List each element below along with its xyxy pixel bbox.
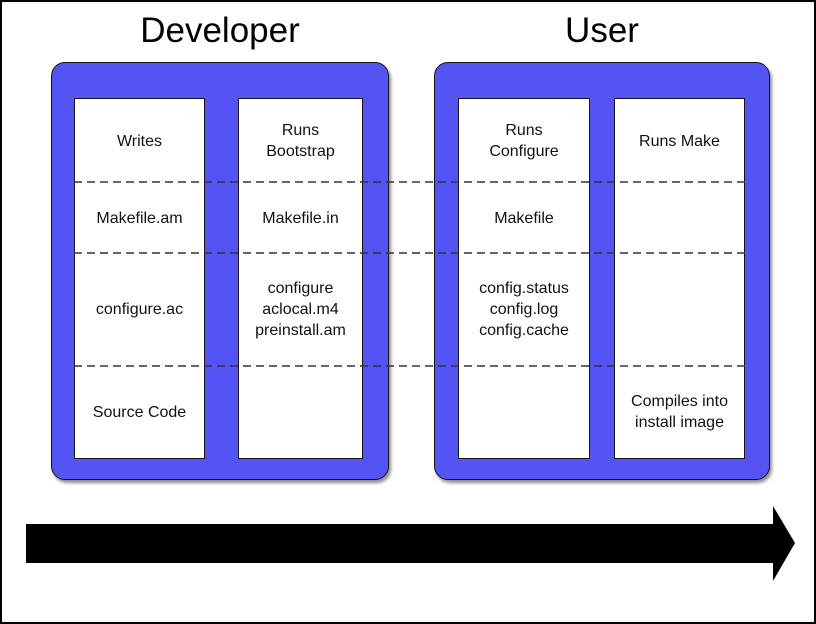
cell-empty (615, 253, 744, 366)
cell-empty (239, 366, 362, 458)
cell-makefile: Makefile (494, 209, 554, 227)
cell-source-code: Source Code (92, 403, 187, 421)
cell-runs-configure: Runs Configure (489, 122, 559, 160)
developer-writes-column: Writes Makefile.am configure.ac Source C… (74, 98, 205, 459)
user-make-column: Runs Make Compiles into install image (614, 98, 745, 459)
cell-configure-ac: configure.ac (95, 301, 184, 318)
cell-empty (615, 183, 744, 253)
flow-direction-right-arrow-icon (26, 506, 795, 581)
user-group-title: User (565, 11, 639, 50)
cell-runs-bootstrap: Runs Bootstrap (266, 122, 335, 160)
cell-configure-files: configure aclocal.m4 preinstall.am (255, 280, 346, 339)
cell-writes: Writes (116, 132, 163, 150)
cell-empty (459, 366, 589, 458)
cell-makefile-in: Makefile.in (262, 209, 339, 227)
developer-bootstrap-column: Runs Bootstrap Makefile.in configure acl… (238, 98, 363, 459)
developer-group-title: Developer (140, 11, 300, 50)
cell-config-files: config.status config.log config.cache (479, 280, 569, 339)
cell-makefile-am: Makefile.am (96, 209, 183, 227)
user-configure-column: Runs Configure Makefile config.status co… (458, 98, 590, 459)
cell-runs-make: Runs Make (639, 132, 720, 150)
cell-compiles-into: Compiles into install image (631, 393, 728, 431)
